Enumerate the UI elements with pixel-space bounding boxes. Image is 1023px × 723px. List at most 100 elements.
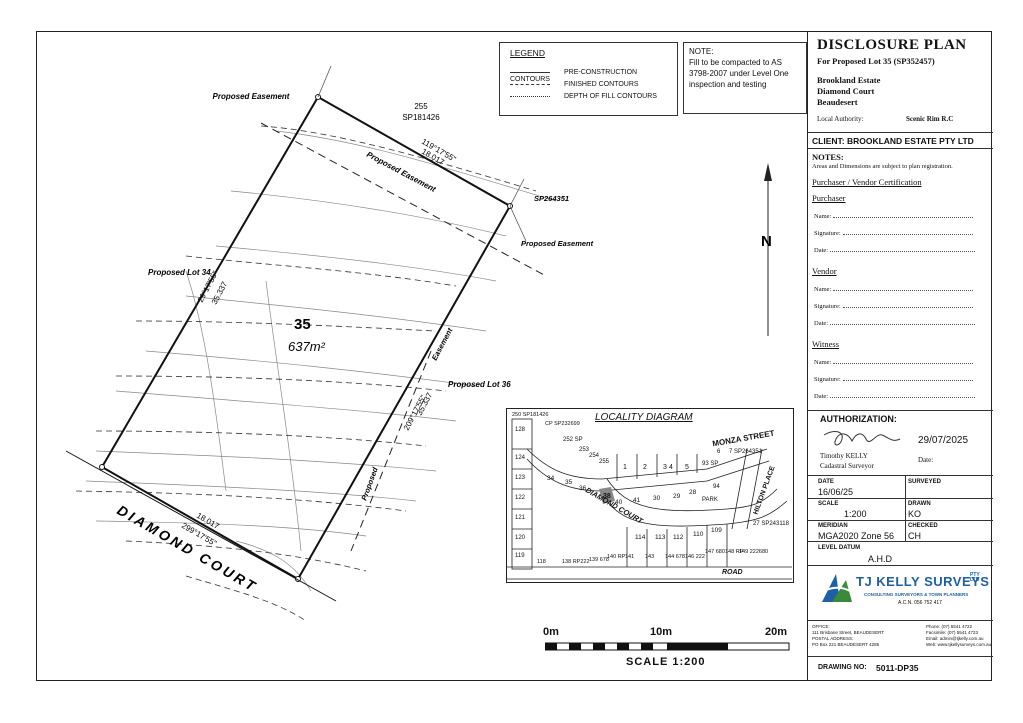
purchaser-signature-field[interactable]: Signature: bbox=[814, 230, 973, 237]
checked-hdr: CHECKED bbox=[908, 523, 938, 529]
witness-date-field[interactable]: Date: bbox=[814, 393, 976, 400]
drawing-no: 5011-DP35 bbox=[876, 663, 919, 673]
locality-lot-label: 149 222680 bbox=[739, 549, 769, 555]
scale-mark-0: 0m bbox=[543, 626, 559, 638]
vendor-heading: Vendor bbox=[812, 266, 837, 276]
drawn-hdr: DRAWN bbox=[908, 501, 931, 507]
vendor-name-field[interactable]: Name: bbox=[814, 286, 974, 293]
locality-lot-label: 139 678 bbox=[589, 557, 609, 563]
postal-label: POSTAL ADDRESS: bbox=[812, 636, 854, 641]
easement-right-label: Proposed Easement bbox=[521, 239, 594, 248]
witness-name-field[interactable]: Name: bbox=[814, 359, 974, 366]
legend-item: DEPTH OF FILL CONTOURS bbox=[510, 93, 657, 100]
authorization-title: AUTHORIZATION: bbox=[820, 414, 897, 424]
client-section: CLIENT: BROOKLAND ESTATE PTY LTD bbox=[808, 133, 993, 149]
vendor-signature-field[interactable]: Signature: bbox=[814, 303, 973, 310]
locality-lot-label: 110 bbox=[693, 531, 704, 538]
local-authority-label: Local Authority: bbox=[817, 115, 864, 123]
locality-lot-label: 255 bbox=[599, 459, 610, 465]
scale-hdr: SCALE bbox=[818, 501, 839, 507]
locality-lot-label: PARK bbox=[702, 497, 718, 503]
level-datum-section: LEVEL DATUM A.H.D bbox=[808, 542, 993, 566]
meridian-hdr: MERIDIAN bbox=[818, 523, 848, 529]
drawing-frame bbox=[36, 31, 992, 681]
locality-lot-label: 6 bbox=[717, 449, 721, 455]
title-block: DISCLOSURE PLAN For Proposed Lot 35 (SP3… bbox=[807, 31, 993, 681]
company-suffix: PTY LTD bbox=[970, 572, 980, 583]
scale-mark-20: 20m bbox=[765, 626, 788, 638]
locality-lot-label: 140 RP bbox=[607, 554, 626, 560]
scale-bar bbox=[545, 642, 790, 651]
locality-lot-label: 250 SP181426 bbox=[512, 412, 549, 418]
level-hdr: LEVEL DATUM bbox=[818, 545, 861, 551]
locality-lot-label: 122 bbox=[515, 495, 526, 501]
plan-title: DISCLOSURE PLAN bbox=[817, 37, 967, 53]
locality-lot-label: 252 SP bbox=[563, 437, 583, 443]
cert-title: Purchaser / Vendor Certification bbox=[812, 177, 922, 187]
lot-255-label: 255 bbox=[414, 102, 428, 111]
locality-lot-label: 28 bbox=[689, 489, 697, 496]
street-road: ROAD bbox=[722, 569, 743, 576]
street-name-tb: Diamond Court bbox=[817, 86, 875, 96]
signer-role: Cadastral Surveyor bbox=[820, 462, 874, 470]
locality-lot-label: 148 RP bbox=[725, 549, 744, 555]
company-logo-icon bbox=[819, 574, 853, 602]
lot-number: 35 bbox=[294, 316, 311, 333]
locality-lot-label: 147 680 bbox=[705, 549, 725, 555]
postal-address: PO Box 221 BEAUDESERT 4285 bbox=[812, 642, 880, 647]
locality-lot-label: 253 bbox=[579, 447, 590, 453]
scale-label: SCALE 1:200 bbox=[626, 656, 706, 668]
level-val: A.H.D bbox=[868, 554, 893, 564]
locality-lot-label: 112 bbox=[673, 534, 684, 541]
locality-lot-label: 27 SP243118 bbox=[753, 521, 789, 527]
authorization-section: AUTHORIZATION: 29/07/2025 Timothy KELLY … bbox=[808, 411, 993, 476]
date-val: 16/06/25 bbox=[818, 487, 854, 497]
vendor-date-field[interactable]: Date: bbox=[814, 320, 976, 327]
signer-name: Timothy KELLY bbox=[820, 452, 868, 460]
purchaser-name-field[interactable]: Name: bbox=[814, 213, 974, 220]
svg-text:N: N bbox=[761, 233, 772, 250]
witness-heading: Witness bbox=[812, 339, 840, 349]
legend-item: PRE-CONSTRUCTION CONTOURS bbox=[510, 69, 638, 83]
locality-lot-label: 124 bbox=[515, 455, 526, 461]
locality-lot-label: 254 bbox=[589, 453, 600, 459]
site-plan: Proposed Easement 255 SP181426 119°17'55… bbox=[65, 65, 772, 622]
office-label: OFFICE: bbox=[812, 624, 830, 629]
easement-top-label: Proposed Easement bbox=[213, 92, 290, 101]
company-tag: CONSULTING SURVEYORS & TOWN PLANNERS bbox=[864, 592, 969, 597]
fax: Facsimile: (07) 5541 4723 bbox=[926, 630, 979, 635]
north-arrow-icon: N bbox=[761, 163, 772, 336]
auth-date-label: Date: bbox=[918, 456, 934, 464]
locality-lot-label: 114 bbox=[635, 534, 646, 541]
locality-lot-label: 36 bbox=[579, 485, 587, 492]
drawn-val: KO bbox=[908, 509, 922, 519]
witness-signature-field[interactable]: Signature: bbox=[814, 376, 973, 383]
locality-lot-label: 1 bbox=[623, 464, 627, 471]
note-box: NOTE: Fill to be compacted to AS 3798-20… bbox=[683, 42, 807, 114]
local-authority: Scenic Rim R.C bbox=[906, 115, 954, 123]
details-section: DATE 16/06/25 SURVEYED SCALE 1:200 DRAWN… bbox=[808, 476, 993, 542]
locality-lot-label: 93 SP bbox=[702, 461, 719, 467]
legend-title: LEGEND bbox=[510, 48, 545, 58]
locality-lot-label: 4 bbox=[669, 464, 673, 471]
locality-lot-label: 109 bbox=[711, 527, 722, 534]
website: Web: www.tjkellysurveys.com.au bbox=[926, 642, 992, 647]
company-section: TJ KELLY SURVEYS PTY LTD CONSULTING SURV… bbox=[808, 566, 993, 621]
locality-lot-label: 118 bbox=[537, 559, 546, 565]
email: Email: admin@tjkelly.com.au bbox=[926, 636, 984, 641]
town-name: Beaudesert bbox=[817, 97, 858, 107]
date-hdr: DATE bbox=[818, 479, 834, 485]
auth-date: 29/07/2025 bbox=[918, 435, 969, 446]
legend-item: FINISHED CONTOURS bbox=[510, 81, 639, 88]
finished-contours bbox=[75, 125, 537, 622]
purchaser-date-field[interactable]: Date: bbox=[814, 247, 976, 254]
notes-text: Areas and Dimensions are subject to plan… bbox=[812, 163, 953, 170]
locality-lot-label: 40 bbox=[615, 499, 623, 506]
locality-lot-label: 113 bbox=[655, 534, 666, 541]
locality-lot-label: 34 bbox=[547, 475, 555, 482]
locality-lot-label: 3 bbox=[663, 464, 667, 471]
lot36-label: Proposed Lot 36 bbox=[448, 380, 511, 389]
notes-title: NOTES: bbox=[812, 152, 844, 162]
signature-image bbox=[823, 431, 901, 446]
locality-lot-label: 5 bbox=[685, 464, 689, 471]
